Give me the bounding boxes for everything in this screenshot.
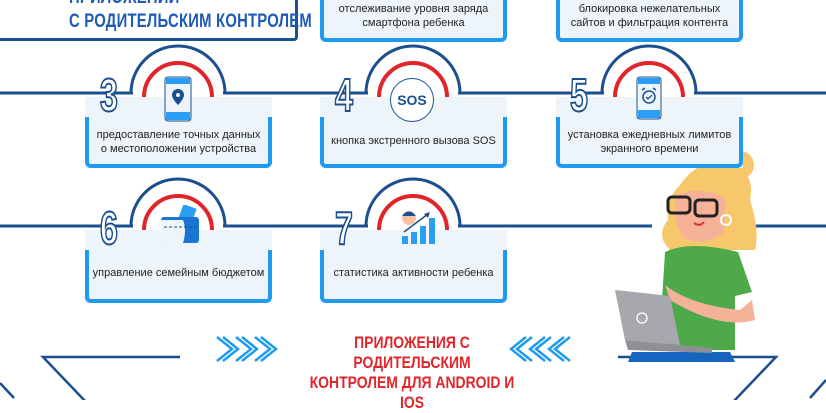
feature-number-7: 7 xyxy=(334,202,353,254)
feature-1-text-2: смартфона ребенка xyxy=(362,17,465,29)
phone-location-icon xyxy=(164,76,192,122)
footer-line-2: КОНТРОЛЕМ ДЛЯ ANDROID И IOS xyxy=(309,373,515,412)
child-growth-chart-icon xyxy=(402,211,435,244)
footer-line-1: ПРИЛОЖЕНИЯ С РОДИТЕЛЬСКИМ xyxy=(353,333,471,372)
sos-button-icon: SOS xyxy=(390,78,434,122)
arch-6 xyxy=(129,177,227,228)
chevrons-right xyxy=(216,336,279,362)
feature-3-text-1: предоставление точных данных xyxy=(96,129,261,141)
phone-alarm-clock-icon xyxy=(636,76,662,120)
feature-card-1: отслеживание уровня заряда смартфона ребе… xyxy=(320,0,507,42)
feature-number-4: 4 xyxy=(334,69,353,121)
feature-7-text: статистика активности ребенка xyxy=(333,267,494,279)
arch-7 xyxy=(364,177,462,228)
chevrons-left xyxy=(508,336,571,362)
red-arcs xyxy=(142,61,685,231)
feature-number-3: 3 xyxy=(99,69,118,121)
footer-title: ПРИЛОЖЕНИЯ С РОДИТЕЛЬСКИМ КОНТРОЛЕМ ДЛЯ … xyxy=(304,333,520,413)
arches xyxy=(129,44,698,228)
feature-number-6: 6 xyxy=(99,202,118,254)
feature-5-text-2: экранного времени xyxy=(600,143,699,155)
arch-5 xyxy=(600,44,698,95)
feature-card-3: предоставление точных данных о местополож… xyxy=(85,97,272,168)
feature-2-text-2: сайтов и фильтрация контента xyxy=(570,17,729,29)
wallet-icon xyxy=(161,205,199,243)
girl-with-laptop-illustration xyxy=(615,151,757,362)
connector-lines xyxy=(0,44,826,400)
feature-2-text-1: блокировка нежелательных xyxy=(578,3,721,15)
title-line-1: ПРИЛОЖЕНИЙ xyxy=(69,0,180,9)
title-line-2: С РОДИТЕЛЬСКИМ КОНТРОЛЕМ xyxy=(69,11,312,32)
arch-4 xyxy=(364,44,462,95)
arch-3 xyxy=(129,44,227,95)
feature-3-text-2: о местоположении устройства xyxy=(100,143,257,155)
feature-6-text: управление семейным бюджетом xyxy=(92,267,265,279)
feature-card-2: блокировка нежелательных сайтов и фильтра… xyxy=(556,0,743,42)
feature-number-5: 5 xyxy=(569,69,588,121)
feature-1-text-1: отслеживание уровня заряда xyxy=(338,3,489,15)
sos-icon-label: SOS xyxy=(397,92,427,108)
feature-5-text-1: установка ежедневных лимитов xyxy=(567,129,732,141)
feature-4-text: кнопка экстренного вызова SOS xyxy=(331,135,496,147)
infographic-title-box: ПРИЛОЖЕНИЙ С РОДИТЕЛЬСКИМ КОНТРОЛЕМ xyxy=(0,0,312,41)
